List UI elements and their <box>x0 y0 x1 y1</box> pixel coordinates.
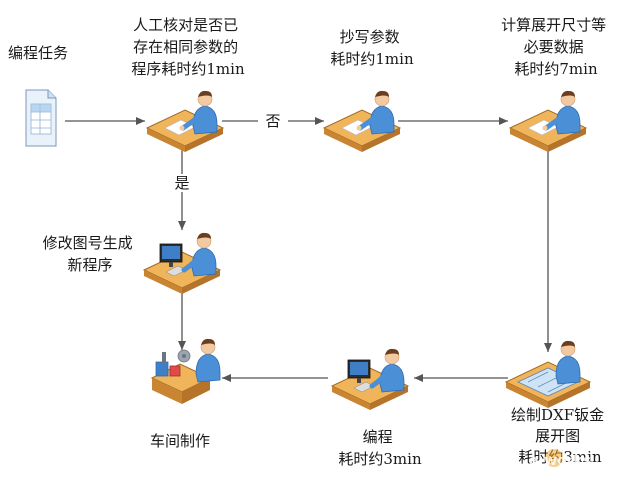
modify-worker-icon <box>144 233 220 294</box>
compute-label: 计算展开尺寸等 必要数据 耗时约7min <box>501 16 611 78</box>
edge-no-label-bg <box>258 112 288 130</box>
document-icon <box>25 89 57 147</box>
modify-label: 修改图号生成 新程序 <box>43 234 138 274</box>
edge-no-label: 否 <box>265 112 280 130</box>
compute-worker-icon <box>510 91 586 152</box>
task-label: 编程任务 <box>8 44 68 62</box>
watermark-text: e-works <box>529 453 591 469</box>
watermark-logo: e-works <box>529 449 591 469</box>
workshop-label: 车间制作 <box>150 432 210 450</box>
check-worker-icon <box>147 91 223 152</box>
check-label: 人工核对是否已 存在相同参数的 程序耗时约1min <box>131 16 245 78</box>
copy-label: 抄写参数 耗时约1min <box>330 28 414 68</box>
edge-yes-label-bg <box>170 174 194 192</box>
dxf-drawing-icon <box>504 340 592 408</box>
copy-worker-icon <box>324 91 400 152</box>
workshop-machine-icon <box>150 338 221 404</box>
programming-label: 编程 耗时约3min <box>338 428 422 468</box>
programming-worker-icon <box>332 349 408 410</box>
edge-yes-label: 是 <box>174 174 189 192</box>
